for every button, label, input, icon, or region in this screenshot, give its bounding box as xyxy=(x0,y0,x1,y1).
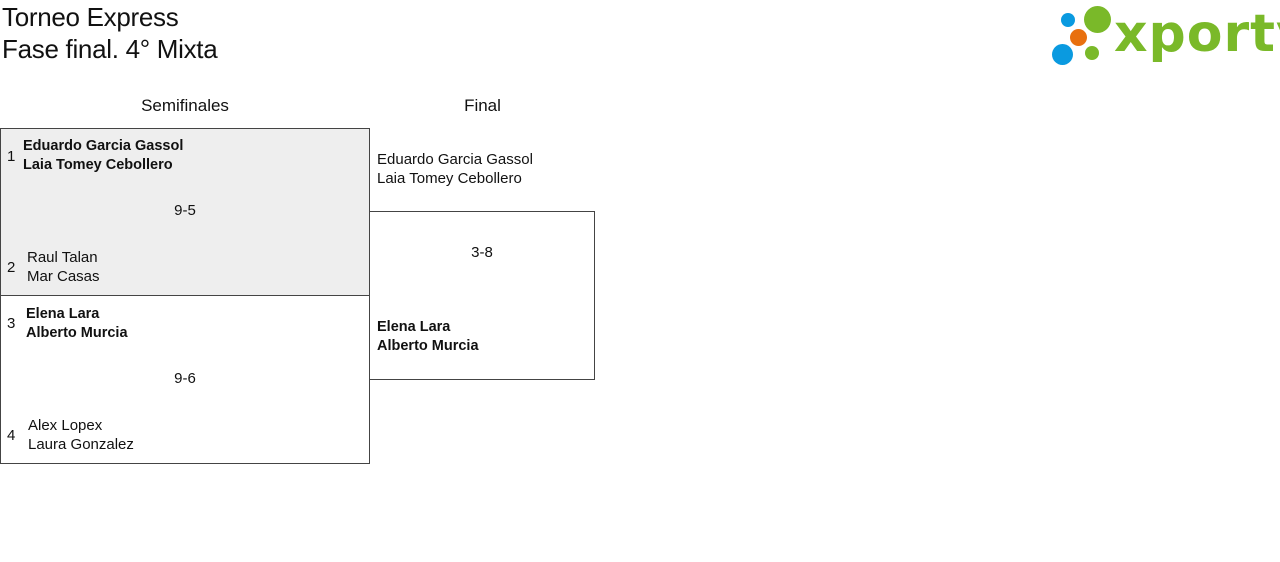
team-player: Alberto Murcia xyxy=(26,325,128,341)
team-player: Mar Casas xyxy=(27,268,100,285)
team-player: Laia Tomey Cebollero xyxy=(377,170,522,187)
logo-dot-icon xyxy=(1061,13,1075,27)
final-match[interactable] xyxy=(369,211,595,380)
team-player: Elena Lara xyxy=(377,319,451,335)
logo-dot-icon xyxy=(1070,29,1087,46)
team-player: Elena Lara xyxy=(26,306,100,322)
logo-dot-icon xyxy=(1085,46,1099,60)
team-player: Laura Gonzalez xyxy=(28,436,134,453)
seed-number: 3 xyxy=(7,315,16,332)
match-score: 3-8 xyxy=(471,244,493,261)
match-score: 9-6 xyxy=(174,370,196,387)
team-player: Laia Tomey Cebollero xyxy=(23,157,173,173)
team-player: Alberto Murcia xyxy=(377,338,479,354)
logo-text: xporty xyxy=(1114,4,1280,64)
seed-number: 2 xyxy=(7,259,16,276)
round-header-semifinals: Semifinales xyxy=(141,96,229,115)
page-subtitle: Fase final. 4° Mixta xyxy=(2,34,218,64)
page-title: Torneo Express xyxy=(2,2,179,32)
team-player: Eduardo Garcia Gassol xyxy=(23,138,184,154)
seed-number: 1 xyxy=(7,148,16,165)
match-score: 9-5 xyxy=(174,202,196,219)
team-player: Eduardo Garcia Gassol xyxy=(377,151,533,168)
logo-dot-icon xyxy=(1084,6,1111,33)
round-header-final: Final xyxy=(464,96,501,115)
seed-number: 4 xyxy=(7,427,16,444)
logo-dot-icon xyxy=(1052,44,1073,65)
team-player: Raul Talan xyxy=(27,249,98,266)
team-player: Alex Lopex xyxy=(28,417,103,434)
semifinal-match-1[interactable] xyxy=(0,128,370,296)
